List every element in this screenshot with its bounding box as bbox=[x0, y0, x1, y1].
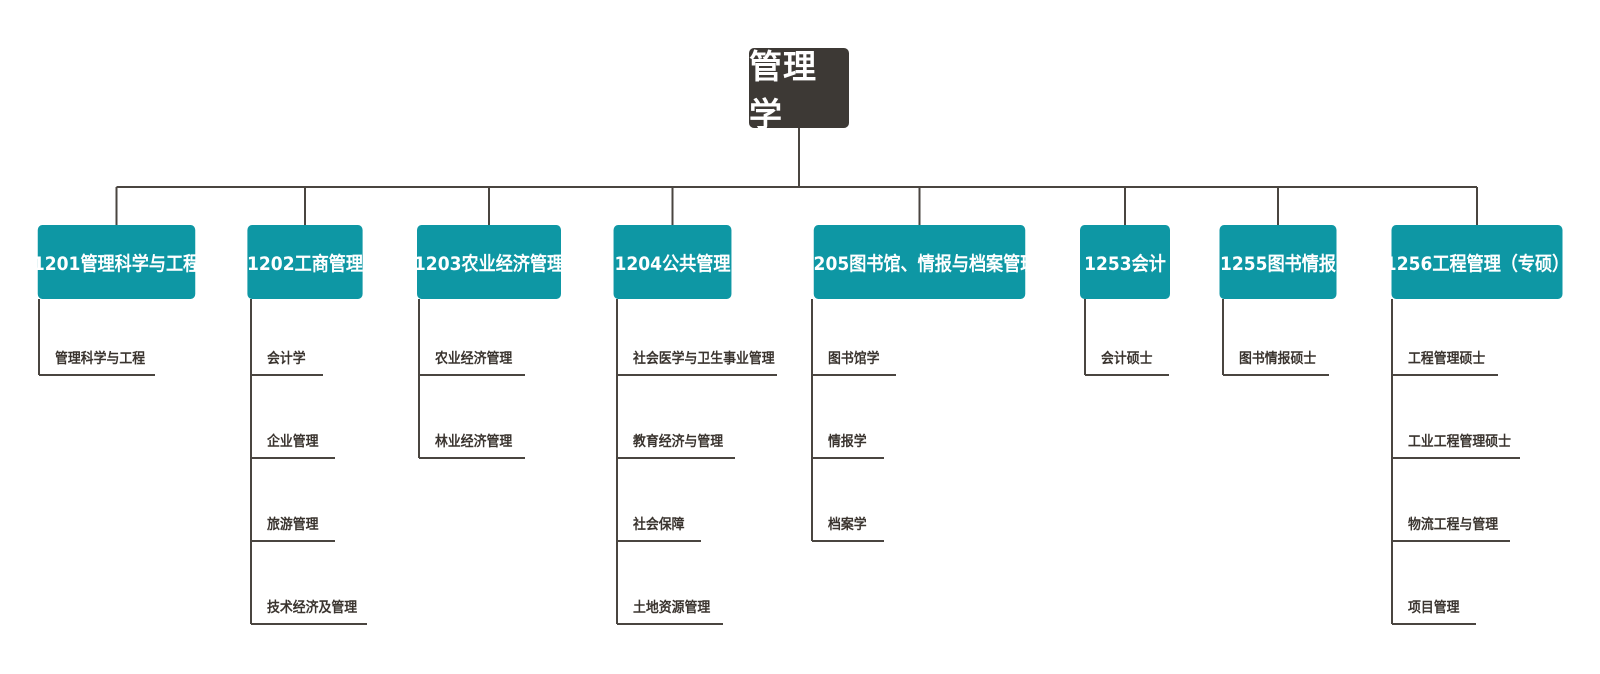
leaf-node: 会计学 bbox=[267, 351, 306, 367]
category-label: 1253会计 bbox=[1084, 252, 1166, 275]
category-node: 1205图书馆、情报与档案管理 bbox=[802, 225, 1037, 299]
leaf-node: 社会保障 bbox=[633, 517, 685, 533]
leaf-node: 图书馆学 bbox=[828, 351, 880, 367]
root-label: 管理学 bbox=[749, 47, 817, 134]
leaf-node: 企业管理 bbox=[267, 434, 319, 450]
category-label: 1255图书情报 bbox=[1219, 252, 1336, 275]
leaf-node: 农业经济管理 bbox=[435, 351, 513, 367]
leaf-node: 会计硕士 bbox=[1101, 351, 1153, 367]
leaf-node: 项目管理 bbox=[1408, 600, 1460, 616]
category-label: 1205图书馆、情报与档案管理 bbox=[801, 252, 1038, 275]
leaf-node: 物流工程与管理 bbox=[1408, 517, 1499, 533]
leaf-node: 教育经济与管理 bbox=[633, 434, 724, 450]
category-label: 1203农业经济管理 bbox=[413, 252, 565, 275]
leaf-node: 管理科学与工程 bbox=[55, 351, 146, 367]
leaf-node: 情报学 bbox=[828, 434, 867, 450]
category-node: 1202工商管理 bbox=[247, 225, 364, 299]
leaf-node: 林业经济管理 bbox=[435, 434, 513, 450]
category-node: 1203农业经济管理 bbox=[413, 225, 565, 299]
leaf-node: 土地资源管理 bbox=[633, 600, 711, 616]
category-label: 1202工商管理 bbox=[247, 252, 364, 275]
category-node: 1201管理科学与工程 bbox=[33, 225, 200, 299]
category-label: 1204公共管理 bbox=[614, 252, 731, 275]
category-node: 1253会计 bbox=[1080, 225, 1170, 299]
leaf-node: 旅游管理 bbox=[267, 517, 319, 533]
leaf-node: 技术经济及管理 bbox=[267, 600, 358, 616]
category-label: 1201管理科学与工程 bbox=[32, 252, 201, 275]
leaf-node: 档案学 bbox=[828, 517, 867, 533]
category-node: 1204公共管理 bbox=[613, 225, 732, 299]
leaf-node: 工程管理硕士 bbox=[1408, 351, 1486, 367]
root-node: 管理学 bbox=[749, 47, 849, 134]
category-node: 1255图书情报 bbox=[1219, 225, 1337, 299]
leaf-node: 工业工程管理硕士 bbox=[1408, 434, 1512, 450]
category-label: 1256工程管理（专硕） bbox=[1384, 252, 1570, 275]
leaf-node: 图书情报硕士 bbox=[1239, 351, 1317, 367]
leaf-node: 社会医学与卫生事业管理 bbox=[633, 351, 775, 367]
category-node: 1256工程管理（专硕） bbox=[1385, 225, 1569, 299]
